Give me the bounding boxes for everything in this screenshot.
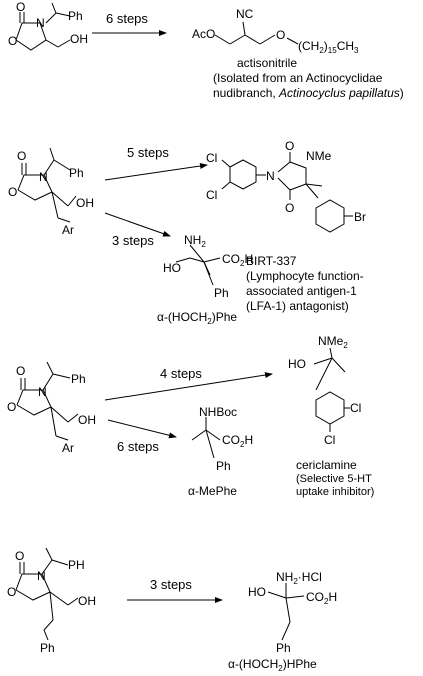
- carbonyl-o-label: O: [16, 0, 25, 14]
- reaction-arrow-lower: [104, 212, 171, 237]
- hydroxy-label: HO: [248, 585, 266, 599]
- steps-label: 6 steps: [106, 11, 148, 26]
- ammonium-label: NH2·HCl: [276, 570, 322, 586]
- bromo-label: Br: [354, 210, 366, 224]
- compound-name: BIRT-337: [246, 254, 297, 268]
- row1-product-structure: AcO NC O (CH2)15CH3: [192, 7, 359, 55]
- aryl-label: Ar: [62, 223, 74, 237]
- ring-n-label: N: [39, 170, 48, 184]
- steps-label-lower: 6 steps: [117, 439, 159, 454]
- phenyl-label-chain: Ph: [40, 641, 55, 655]
- row4-start-structure: O N O PH OH Ph: [7, 547, 96, 655]
- reaction-arrow-upper: [104, 163, 208, 181]
- compound-note-line1: (Isolated from an Actinocyclidae: [213, 71, 383, 85]
- reaction-arrow-lower: [107, 419, 177, 439]
- ring-o-label: O: [7, 400, 16, 414]
- compound-name: α-(HOCH2)HPhe: [228, 657, 317, 673]
- phenyl-label: PH: [68, 558, 85, 572]
- alkyl-chain-label: (CH2)15CH3: [298, 39, 359, 55]
- carbonyl-o-label: O: [15, 549, 24, 563]
- hydroxyl-label: OH: [78, 413, 96, 427]
- aryl-label: Ar: [62, 441, 74, 455]
- ring-n-label: N: [38, 385, 47, 399]
- hydroxyl-label: OH: [78, 594, 96, 608]
- compound-note-line2: nudibranch, Actinocyclus papillatus): [213, 86, 404, 100]
- acetoxy-label: AcO: [192, 27, 215, 41]
- ring-o-label: O: [7, 585, 16, 599]
- n-methyl-label: NMe: [306, 149, 332, 163]
- compound-name: α-(HOCH2)Phe: [157, 310, 237, 326]
- dimethylamino-label: NMe2: [318, 334, 348, 350]
- hydroxyl-label: OH: [70, 32, 88, 46]
- hoch2-phe-structure: NH2 HO CO2H Ph: [163, 233, 253, 300]
- carbonyl-o-label: O: [17, 149, 26, 163]
- chloro-top-label: Cl: [206, 151, 217, 165]
- hydroxyl-label: OH: [76, 196, 94, 210]
- ether-o-label: O: [276, 28, 285, 42]
- boc-amino-label: NHBoc: [199, 405, 237, 419]
- steps-label-lower: 3 steps: [112, 233, 154, 248]
- compound-name: cericlamine: [296, 458, 357, 472]
- steps-label-upper: 5 steps: [127, 145, 169, 160]
- phenyl-label: Ph: [276, 641, 291, 655]
- hydroxy-label: HO: [288, 357, 306, 371]
- row2-start-structure: O N O Ph OH Ar: [8, 147, 94, 237]
- row3-start-structure: O N O Ph OH Ar: [7, 361, 96, 455]
- hoch2-hphe-structure: NH2·HCl HO CO2H Ph: [248, 570, 337, 655]
- imide-n-label: N: [266, 169, 275, 183]
- ring-o-label: O: [8, 34, 17, 48]
- row1: O N O Ph OH 6 steps AcO NC O (CH2)15CH3 …: [8, 0, 404, 100]
- row1-start-structure: O N O Ph OH: [8, 0, 88, 51]
- steps-label-upper: 4 steps: [160, 366, 202, 381]
- compound-note-line1: (Selective 5-HT: [296, 473, 372, 485]
- chloro-label-2: Cl: [324, 433, 335, 447]
- carboxyl-label: CO2H: [222, 252, 253, 268]
- chloro-bottom-label: Cl: [206, 188, 217, 202]
- phenyl-label: Ph: [71, 372, 86, 386]
- carbonyl-bottom-label: O: [285, 201, 294, 215]
- phenyl-label: Ph: [216, 459, 231, 473]
- cericlamine-structure: NMe2 HO Cl Cl: [288, 334, 361, 447]
- carbonyl-top-label: O: [285, 139, 294, 153]
- compound-name: α-MePhe: [188, 484, 237, 498]
- steps-label: 3 steps: [150, 577, 192, 592]
- hydroxy-label: HO: [163, 261, 181, 275]
- chloro-label-1: Cl: [350, 401, 361, 415]
- row3: O N O Ph OH Ar 4 steps 6 steps NMe2 HO C…: [7, 334, 374, 498]
- birt337-structure: Cl Cl N NMe O O Br: [206, 139, 366, 233]
- compound-name: actisonitrile: [237, 56, 297, 70]
- row2: O N O Ph OH Ar 5 steps 3 steps Cl Cl N: [8, 139, 366, 326]
- alpha-mephe-structure: NHBoc CO2H Ph: [191, 405, 253, 473]
- isonitrile-label: NC: [236, 7, 254, 21]
- phenyl-label: Ph: [69, 166, 84, 180]
- phenyl-label: Ph: [214, 286, 229, 300]
- compound-note-line3: (LFA-1) antagonist): [246, 299, 349, 313]
- compound-note-line2: uptake inhibitor): [296, 486, 374, 498]
- carboxyl-label: CO2H: [222, 433, 253, 449]
- ring-o-label: O: [8, 185, 17, 199]
- reaction-arrow-upper: [104, 372, 273, 401]
- ring-n-label: N: [37, 569, 46, 583]
- compound-note-line2: associated antigen-1: [246, 284, 357, 298]
- compound-note-line1: (Lymphocyte function-: [246, 269, 364, 283]
- ring-n-label: N: [36, 16, 45, 30]
- carboxyl-label: CO2H: [306, 590, 337, 606]
- carbonyl-o-label: O: [16, 364, 25, 378]
- row4: O N O PH OH Ph 3 steps NH2·HCl HO CO2H P…: [7, 547, 337, 673]
- amino-label: NH2: [184, 233, 206, 249]
- phenyl-label: Ph: [68, 9, 83, 23]
